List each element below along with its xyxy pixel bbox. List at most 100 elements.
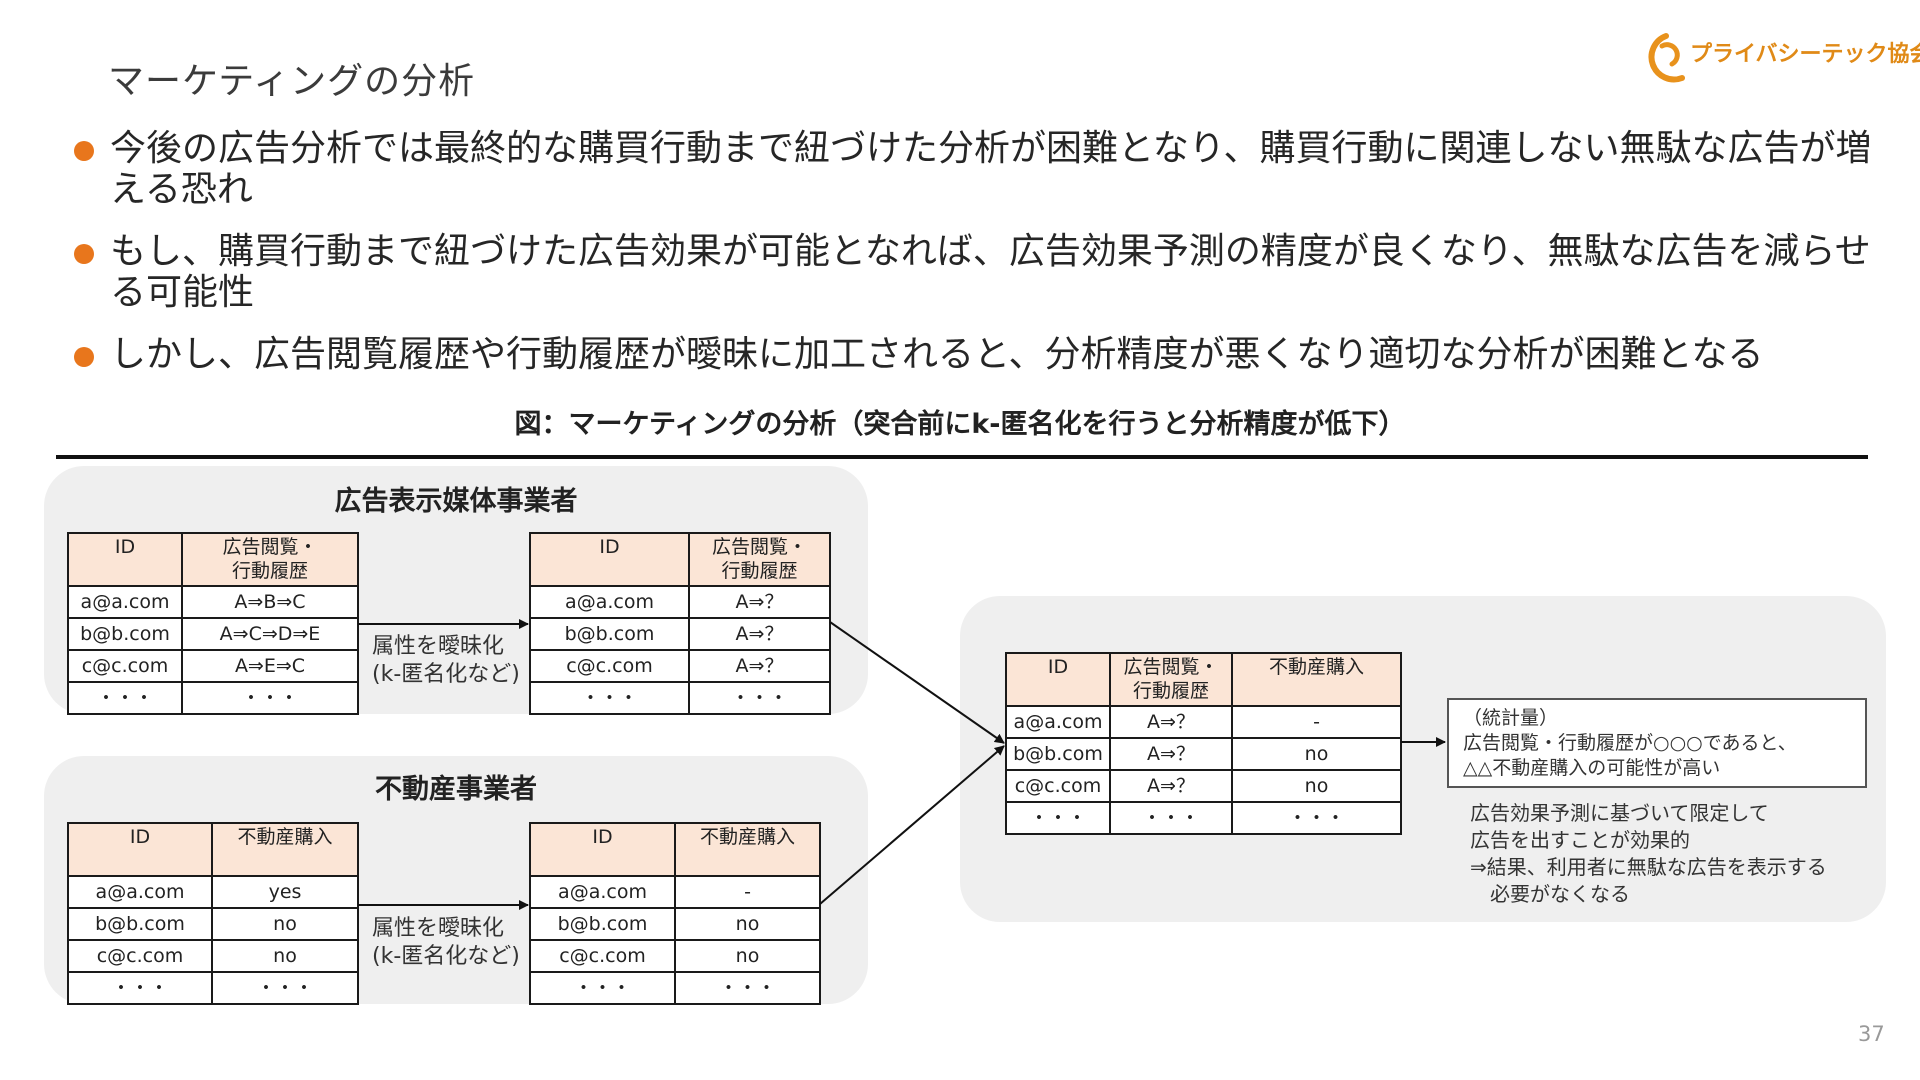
table-cell: ・・・	[181, 681, 359, 715]
table-header-cell: 広告閲覧・行動履歴	[1109, 652, 1233, 707]
effect-line: 必要がなくなる	[1470, 882, 1630, 906]
table-cell: ・・・	[67, 681, 183, 715]
table-cell: ・・・	[688, 681, 831, 715]
table-row: ・・・・・・・・・	[1005, 801, 1402, 835]
bullet-item: もし、購買行動まで紐づけた広告効果が可能となれば、広告効果予測の精度が良くなり、…	[74, 231, 1874, 313]
table-cell: no	[674, 907, 821, 941]
bullet-text: 今後の広告分析では最終的な購買行動まで紐づけた分析が困難となり、購買行動に関連し…	[110, 128, 1872, 210]
table-row: ・・・・・・	[529, 681, 831, 715]
ad-transform-label: 属性を曖昧化 (k-匿名化など)	[372, 633, 520, 689]
table-cell: A⇒？	[688, 617, 831, 651]
table-header-cell: ID	[529, 822, 676, 877]
bullet-text: しかし、広告閲覧履歴や行動履歴が曖昧に加工されると、分析精度が悪くなり適切な分析…	[110, 334, 1764, 375]
table-cell: a@a.com	[1005, 705, 1111, 739]
transform-label-line: (k-匿名化など)	[372, 662, 520, 687]
estate-transform-label: 属性を曖昧化 (k-匿名化など)	[372, 915, 520, 971]
table-cell: b@b.com	[1005, 737, 1111, 771]
table-cell: ・・・	[67, 971, 213, 1005]
table-header-cell: 広告閲覧・行動履歴	[688, 532, 831, 587]
table-header-cell: ID	[529, 532, 690, 587]
table-cell: A⇒？	[1109, 737, 1233, 771]
figure-caption: 図：マーケティングの分析（突合前にk-匿名化を行うと分析精度が低下）	[514, 409, 1406, 440]
table-cell: a@a.com	[67, 585, 183, 619]
table-row: ・・・・・・	[529, 971, 821, 1005]
stats-line: △△不動産購入の可能性が高い	[1463, 757, 1721, 779]
bullet-text: もし、購買行動まで紐づけた広告効果が可能となれば、広告効果予測の精度が良くなり、…	[110, 231, 1871, 313]
organization-logo	[1648, 33, 1685, 83]
table-cell: c@c.com	[67, 939, 213, 973]
table-cell: ・・・	[1005, 801, 1111, 835]
table-cell: b@b.com	[67, 617, 183, 651]
table-cell: b@b.com	[529, 617, 690, 651]
table-row: a@a.com-	[529, 875, 821, 909]
transform-label-line: 属性を曖昧化	[372, 634, 505, 659]
effect-line: 広告効果予測に基づいて限定して	[1470, 801, 1769, 825]
table-cell: A⇒？	[1109, 769, 1233, 803]
logo-text: プライバシーテック協会	[1690, 42, 1920, 67]
table-cell: yes	[211, 875, 359, 909]
table-cell: b@b.com	[529, 907, 676, 941]
effect-line: 広告を出すことが効果的	[1470, 828, 1690, 852]
table-header-cell: 不動産購入	[211, 822, 359, 877]
effect-text: 広告効果予測に基づいて限定して 広告を出すことが効果的 ⇒結果、利用者に無駄な広…	[1470, 800, 1827, 908]
bullet-item: 今後の広告分析では最終的な購買行動まで紐づけた分析が困難となり、購買行動に関連し…	[74, 128, 1874, 210]
table-cell: ・・・	[529, 681, 690, 715]
table-cell: no	[674, 939, 821, 973]
table-cell: ・・・	[674, 971, 821, 1005]
table-header-cell: 広告閲覧・行動履歴	[181, 532, 359, 587]
table-header-cell: 不動産購入	[674, 822, 821, 877]
figure-divider	[56, 455, 1868, 459]
bullet-dot-icon	[74, 244, 94, 264]
table-cell: A⇒？	[688, 649, 831, 683]
table-cell: ・・・	[529, 971, 676, 1005]
real-estate-title: 不動産事業者	[375, 774, 537, 805]
table-cell: a@a.com	[529, 585, 690, 619]
table-cell: ・・・	[1231, 801, 1402, 835]
table-cell: a@a.com	[529, 875, 676, 909]
table-cell: no	[1231, 737, 1402, 771]
table-cell: A⇒？	[1109, 705, 1233, 739]
table-cell: a@a.com	[67, 875, 213, 909]
table-header-cell: ID	[67, 822, 213, 877]
table-row: ・・・・・・	[67, 971, 359, 1005]
table-header-cell: ID	[1005, 652, 1111, 707]
effect-line: ⇒結果、利用者に無駄な広告を表示する	[1470, 855, 1827, 879]
transform-label-line: 属性を曖昧化	[372, 916, 505, 941]
table-cell: no	[211, 907, 359, 941]
bullet-dot-icon	[74, 141, 94, 161]
table-cell: -	[1231, 705, 1402, 739]
table-cell: -	[674, 875, 821, 909]
slide-title: マーケティングの分析	[108, 61, 476, 102]
table-header-cell: 不動産購入	[1231, 652, 1402, 707]
table-cell: no	[211, 939, 359, 973]
table-cell: ・・・	[1109, 801, 1233, 835]
table-cell: c@c.com	[67, 649, 183, 683]
table-cell: no	[1231, 769, 1402, 803]
table-cell: A⇒E⇒C	[181, 649, 359, 683]
table-cell: b@b.com	[67, 907, 213, 941]
table-cell: ・・・	[211, 971, 359, 1005]
bullet-dot-icon	[74, 347, 94, 367]
table-row: ・・・・・・	[67, 681, 359, 715]
